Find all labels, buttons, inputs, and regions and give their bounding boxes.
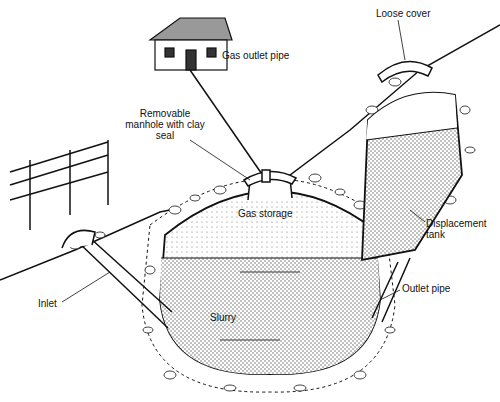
manhole <box>244 170 296 200</box>
leader-lines <box>62 20 425 302</box>
displacement-tank <box>362 93 462 260</box>
digester-dome <box>160 191 380 374</box>
part-label: Slurry <box>210 312 270 323</box>
part-label: Displacement tank <box>426 218 490 240</box>
slurry-fill <box>160 258 380 374</box>
loose-cover <box>378 61 432 82</box>
part-label: Inlet <box>38 298 78 309</box>
part-label: Gas storage <box>238 208 308 219</box>
fence <box>10 140 108 230</box>
inlet-pipe <box>62 230 172 328</box>
house <box>150 18 232 70</box>
part-label: Removable manhole with clay seal <box>120 108 210 141</box>
part-label: Outlet pipe <box>402 283 472 294</box>
rubble-outline <box>142 179 395 392</box>
stones <box>69 78 475 391</box>
part-label: Loose cover <box>376 8 446 19</box>
slurry-level <box>161 258 378 259</box>
part-label: Gas outlet pipe <box>222 50 312 61</box>
